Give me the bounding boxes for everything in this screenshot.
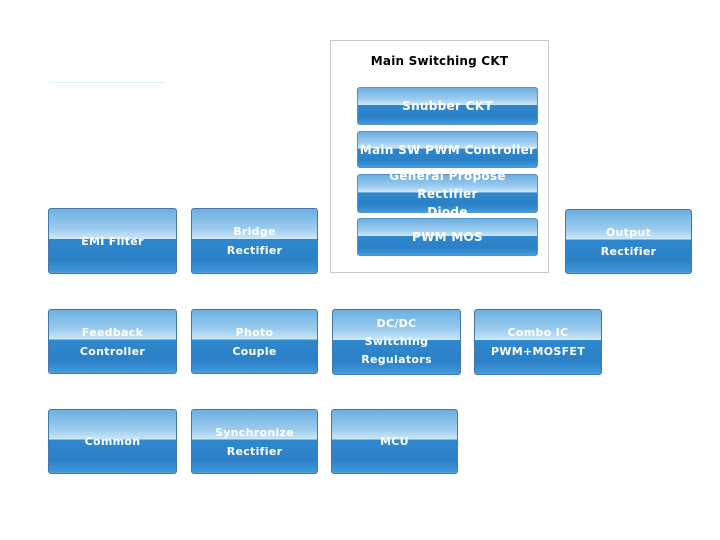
block-emi-filter[interactable]: EMI Filter (48, 208, 177, 274)
block-label: Common (84, 435, 141, 448)
block-label: EMI Filter (81, 234, 144, 248)
block-synchronize-rectifier[interactable]: Synchronize Rectifier (191, 409, 318, 474)
button-label: PWM MOS (411, 230, 484, 244)
block-feedback-controller[interactable]: Feedback Controller (48, 309, 177, 374)
block-label-line: Output (605, 225, 652, 239)
button-label: Snubber CKT (402, 99, 493, 113)
block-photo-couple[interactable]: Photo Couple (191, 309, 318, 374)
block-label-line: Rectifier (600, 244, 657, 258)
block-mcu[interactable]: MCU (331, 409, 458, 474)
block-label-line: Rectifier (226, 244, 283, 257)
block-label: MCU (380, 435, 409, 448)
button-pwm-mos[interactable]: PWM MOS (357, 218, 538, 256)
group-title: Main Switching CKT (370, 54, 509, 68)
block-label-line: Feedback (81, 325, 144, 339)
block-label-line: Synchronize (214, 425, 295, 439)
block-label-line: Controller (79, 344, 146, 358)
block-bridge-rectifier[interactable]: Bridge Rectifier (191, 208, 318, 274)
block-label-line: DC/DC (376, 317, 417, 330)
button-label-line: General Propose Rectifier (389, 168, 506, 201)
block-label-line: Regulators (361, 353, 432, 366)
block-dcdc-switching-regulators[interactable]: DC/DC Switching Regulators (332, 309, 461, 375)
block-label-line: PWM+MOSFET (490, 345, 586, 358)
block-label-line: Switching (364, 335, 429, 348)
button-general-propose-rectifier-diode[interactable]: General Propose Rectifier Diode (357, 169, 538, 219)
decorative-line (49, 82, 166, 83)
button-label-line: Diode (427, 204, 468, 219)
button-snubber-ckt[interactable]: Snubber CKT (357, 87, 538, 125)
button-label: Main SW PWM Controller (359, 142, 536, 157)
block-label-line: Rectifier (226, 444, 283, 458)
button-main-sw-pwm-controller[interactable]: Main SW PWM Controller (357, 131, 538, 168)
block-common[interactable]: Common (48, 409, 177, 474)
block-combo-ic-pwm-mosfet[interactable]: Combo IC PWM+MOSFET (474, 309, 602, 375)
block-label-line: Combo IC (507, 326, 569, 339)
main-switching-ckt-group: Main Switching CKT Snubber CKT Main SW P… (330, 40, 549, 273)
block-label-line: Bridge (233, 225, 276, 238)
block-output-rectifier[interactable]: Output Rectifier (565, 209, 692, 274)
block-label-line: Photo (235, 325, 274, 339)
block-label-line: Couple (232, 344, 277, 358)
